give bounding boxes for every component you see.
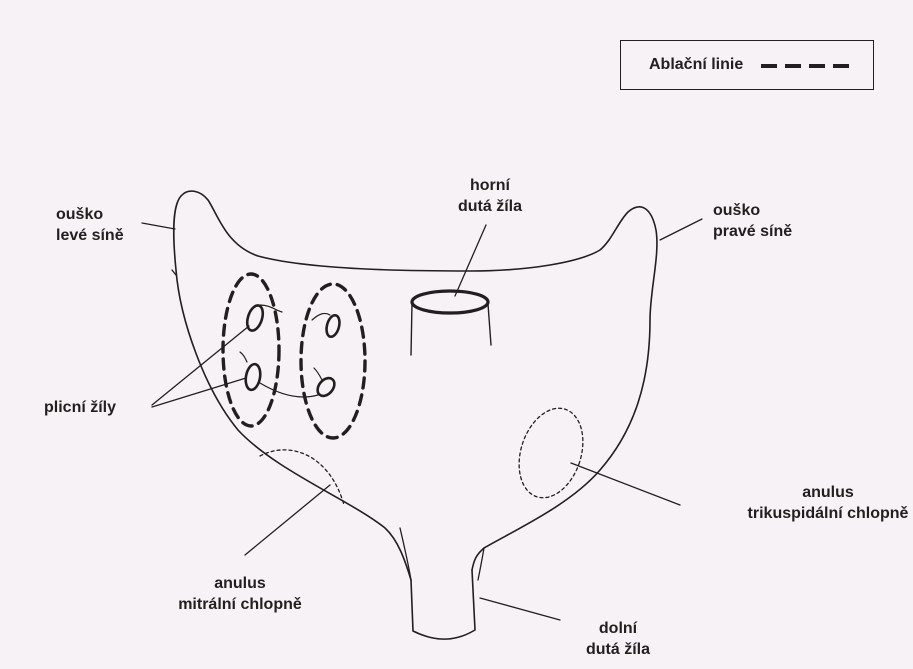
label-mitral-line1: anulus [160, 573, 320, 594]
legend-dashed-line-swatch [761, 64, 849, 68]
label-svc-line2: dutá žíla [445, 196, 535, 217]
pulmonary-vein-tail-5 [314, 368, 322, 380]
label-superior-vena-cava: horní dutá žíla [445, 175, 535, 217]
ablation-line-left-veins [223, 274, 279, 426]
leader-inferior-vena-cava [480, 598, 560, 620]
label-left-appendage-line1: ouško [56, 204, 124, 225]
label-mitral-annulus: anulus mitrální chlopně [160, 573, 320, 615]
tricuspid-annulus [508, 400, 593, 506]
pulmonary-vein-left-upper [244, 303, 265, 332]
label-tricuspid-line2: trikuspidální chlopně [738, 503, 913, 524]
inferior-vena-cava [411, 570, 475, 639]
leader-superior-vena-cava [455, 225, 486, 296]
label-left-atrial-appendage: ouško levé síně [56, 204, 124, 246]
label-inferior-vena-cava: dolní dutá žíla [568, 618, 668, 660]
leader-mitral-annulus [245, 485, 330, 555]
superior-vena-cava-opening [412, 291, 488, 313]
pulmonary-vein-right-upper [324, 314, 341, 338]
ablation-line-right-veins [301, 284, 365, 438]
pulmonary-vein-tail-4 [312, 313, 330, 320]
label-tricuspid-annulus: anulus trikuspidální chlopně [738, 482, 913, 524]
label-ivc-line2: dutá žíla [568, 639, 668, 660]
superior-vena-cava-wall-right [488, 304, 491, 345]
label-right-atrial-appendage: ouško pravé síně [713, 200, 792, 242]
leader-left-appendage [142, 223, 175, 229]
legend: Ablační linie [620, 40, 874, 90]
pulmonary-vein-left-lower [244, 363, 262, 391]
pulmonary-vein-tail-3 [260, 383, 318, 397]
label-pulmonary-veins: plicní žíly [44, 397, 116, 418]
leader-pulmonary-vein-upper [152, 326, 249, 405]
pulmonary-vein-tail-2 [240, 352, 247, 362]
superior-vena-cava-wall-left [411, 304, 412, 355]
leader-right-appendage [660, 219, 702, 240]
label-right-appendage-line2: pravé síně [713, 221, 792, 242]
label-ivc-line1: dolní [568, 618, 668, 639]
label-svc-line1: horní [445, 175, 535, 196]
label-left-appendage-line2: levé síně [56, 225, 124, 246]
legend-label: Ablační linie [649, 54, 743, 75]
label-right-appendage-line1: ouško [713, 200, 792, 221]
label-tricuspid-line1: anulus [738, 482, 913, 503]
label-pulmonary-veins-text: plicní žíly [44, 397, 116, 418]
label-mitral-line2: mitrální chlopně [160, 594, 320, 615]
